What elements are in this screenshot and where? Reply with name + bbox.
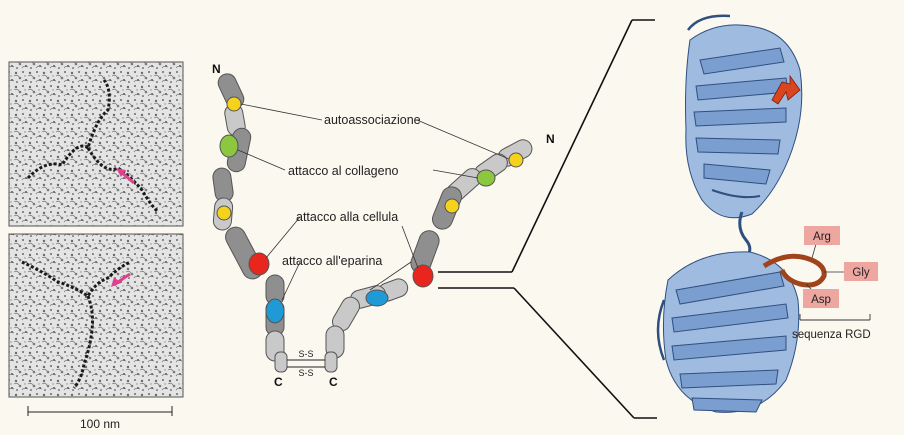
- disulfide-bridges: [287, 360, 325, 367]
- rgd-sequence-label: sequenza RGD: [792, 329, 871, 341]
- c-terminus-left: C: [274, 375, 283, 389]
- disulfide-label-bottom: S-S: [298, 368, 313, 378]
- heparin-site-left: [266, 299, 284, 323]
- rgd-bracket: [800, 314, 870, 320]
- collagen-site-left: [220, 135, 238, 157]
- cell-binding-site-left: [249, 253, 269, 275]
- self-association-site-left: [227, 97, 241, 111]
- self-association-site-right-2: [445, 199, 459, 213]
- label-cell-binding: attacco alla cellula: [296, 210, 398, 224]
- scale-bar: 100 nm: [28, 406, 172, 430]
- residue-gly: Gly: [852, 267, 870, 279]
- leader-lines: [238, 104, 509, 300]
- residue-labels: Arg Gly Asp: [803, 226, 878, 308]
- fibronectin-schematic: S-S S-S N N C C autoassociazione: [212, 62, 555, 389]
- cell-binding-site-right: [413, 265, 433, 287]
- n-terminus-right: N: [546, 132, 555, 146]
- label-self-association: autoassociazione: [324, 113, 421, 127]
- disulfide-label-top: S-S: [298, 349, 313, 359]
- residue-arg: Arg: [813, 231, 831, 243]
- label-collagen-binding: attacco al collageno: [288, 164, 399, 178]
- c-terminus-right: C: [329, 375, 338, 389]
- self-association-site-left-2: [217, 206, 231, 220]
- bottom-domain: [658, 252, 799, 413]
- top-domain: [686, 16, 802, 218]
- micrograph-top: [9, 62, 183, 226]
- protein-ribbon-structure: Arg Gly Asp sequenza RGD: [658, 16, 878, 413]
- micrograph-panels: 100 nm: [9, 62, 183, 430]
- scale-bar-label: 100 nm: [80, 417, 120, 430]
- collagen-site-right: [477, 170, 495, 186]
- left-chain: [212, 71, 287, 372]
- heparin-site-right: [366, 290, 388, 306]
- self-association-site-right: [509, 153, 523, 167]
- n-terminus-left: N: [212, 62, 221, 76]
- label-heparin-binding: attacco all'eparina: [282, 254, 382, 268]
- zoom-callout: [438, 20, 657, 418]
- residue-asp: Asp: [811, 294, 831, 306]
- micrograph-bottom: [9, 234, 183, 397]
